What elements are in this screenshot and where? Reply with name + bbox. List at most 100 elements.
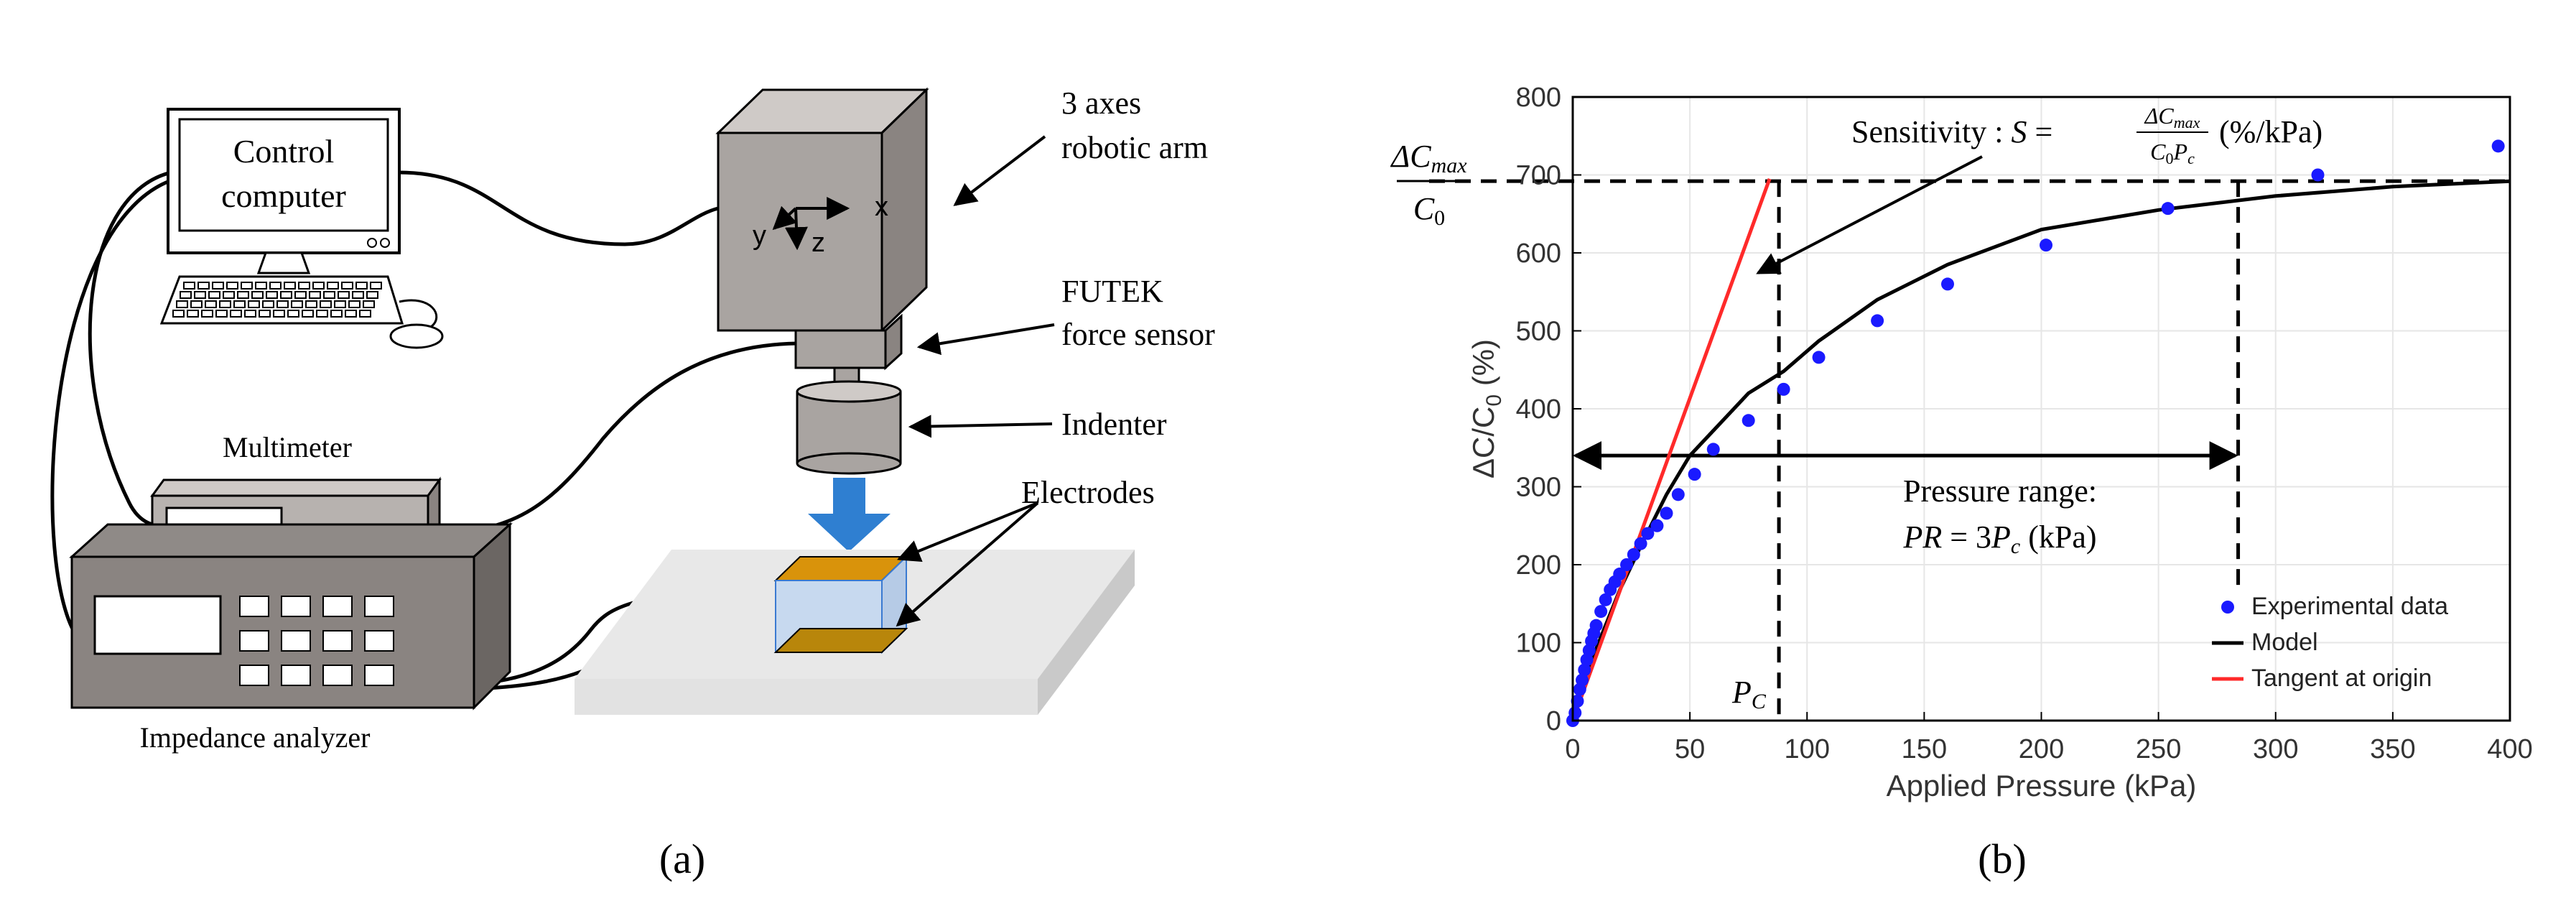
- keyboard-key: [244, 310, 256, 318]
- y-tick-label: 300: [1516, 473, 1561, 503]
- y-tick-label: 400: [1516, 394, 1561, 425]
- data-point: [1568, 706, 1582, 720]
- x-tick-label: 50: [1675, 734, 1705, 764]
- keyboard-key: [348, 300, 361, 308]
- power-led-icon: [367, 238, 377, 248]
- analyzer-keypad: [239, 596, 394, 686]
- keyboard-key: [237, 291, 249, 299]
- robot-arm-label-1: 3 axes: [1061, 85, 1141, 121]
- plot-grid: [1572, 96, 2511, 721]
- keyboard-key: [370, 282, 382, 290]
- keyboard-icon: [159, 275, 404, 325]
- axes-icon: [772, 197, 850, 251]
- svg-text:(%/kPa): (%/kPa): [2219, 114, 2322, 149]
- sample: [773, 555, 908, 654]
- data-point: [1627, 547, 1640, 561]
- force-sensor-label-2: force sensor: [1061, 317, 1215, 352]
- analyzer-key: [239, 665, 269, 686]
- impedance-analyzer-label: Impedance analyzer: [140, 721, 371, 754]
- keyboard-key: [298, 282, 310, 290]
- indenter-label: Indenter: [1061, 407, 1167, 442]
- keyboard-key: [172, 310, 185, 318]
- keyboard-key: [262, 300, 274, 308]
- axis-y-label: y: [753, 221, 766, 251]
- keyboard-key: [219, 300, 231, 308]
- robot-arm-label-2: robotic arm: [1061, 130, 1208, 165]
- keyboard-key: [294, 291, 307, 299]
- x-tick-label: 0: [1565, 734, 1580, 764]
- data-point: [1589, 619, 1603, 632]
- keyboard-key: [284, 282, 296, 290]
- data-point: [1777, 382, 1790, 396]
- keyboard-key: [363, 300, 375, 308]
- y-tick-label: 600: [1516, 239, 1561, 269]
- x-axis-label: Applied Pressure (kPa): [1887, 769, 2197, 802]
- y-tick-label: 800: [1516, 83, 1561, 113]
- impedance-analyzer: Impedance analyzer: [69, 522, 513, 754]
- keyboard-key: [197, 282, 210, 290]
- y-axis-label: ΔC/C0 (%): [1466, 339, 1506, 478]
- cmax-over-c0-label: ΔCmax C0: [1390, 139, 1467, 230]
- legend-marker: [2221, 601, 2234, 614]
- series-line: [1571, 178, 1772, 721]
- analyzer-key: [281, 596, 311, 617]
- data-point: [2311, 168, 2325, 182]
- analyzer-key: [364, 596, 394, 617]
- cable-computer-multimeter: [88, 169, 179, 530]
- cable-sensor-multimeter: [439, 341, 798, 535]
- data-point: [1671, 488, 1685, 501]
- svg-text:Sensitivity : S =: Sensitivity : S =: [1851, 114, 2052, 149]
- panel-a: Control computer Multimeter Impedance an…: [50, 85, 1215, 882]
- x-tick-label: 400: [2487, 734, 2532, 764]
- mouse-icon: [389, 299, 444, 349]
- sensitivity-annotation: Sensitivity : S = ΔCmax C0Pc (%/kPa): [1851, 103, 2322, 167]
- keyboard-key: [230, 310, 242, 318]
- keyboard-key: [280, 291, 292, 299]
- keyboard-key: [334, 300, 346, 308]
- keyboard-key: [359, 310, 371, 318]
- y-tick-label: 500: [1516, 317, 1561, 347]
- keyboard-key: [255, 282, 267, 290]
- keyboard-key: [226, 282, 238, 290]
- y-tick-label: 100: [1516, 629, 1561, 659]
- keyboard-key: [208, 291, 220, 299]
- sensitivity-leader-arrow: [1756, 155, 1983, 274]
- svg-text:PR = 3Pc (kPa): PR = 3Pc (kPa): [1902, 519, 2096, 558]
- analyzer-key: [322, 596, 353, 617]
- legend-label: Tangent at origin: [2251, 665, 2432, 692]
- legend-label: Experimental data: [2251, 593, 2448, 620]
- data-point: [1594, 605, 1608, 619]
- keyboard-key: [345, 310, 357, 318]
- x-tick-label: 200: [2019, 734, 2064, 764]
- data-point: [2491, 139, 2505, 153]
- data-point: [1871, 314, 1884, 328]
- keyboard-key: [366, 291, 378, 299]
- x-tick-label: 150: [1902, 734, 1947, 764]
- keyboard-key: [201, 310, 213, 318]
- force-sensor-label-1: FUTEK: [1061, 274, 1163, 309]
- data-point: [1620, 558, 1634, 571]
- keyboard-key: [323, 291, 335, 299]
- data-point: [1650, 519, 1664, 532]
- keyboard-key: [187, 310, 199, 318]
- robotic-arm: x y z: [715, 87, 929, 333]
- data-point: [1578, 663, 1591, 677]
- keyboard-key: [212, 282, 224, 290]
- keyboard-key: [223, 291, 235, 299]
- data-point: [1576, 673, 1589, 687]
- keyboard-key: [176, 300, 188, 308]
- analyzer-key: [281, 665, 311, 686]
- y-tick-label: 200: [1516, 550, 1561, 580]
- keyboard-key: [248, 300, 260, 308]
- y-tick-label: 700: [1516, 161, 1561, 191]
- keyboard-key: [341, 282, 353, 290]
- keyboard-key: [215, 310, 228, 318]
- keyboard-key: [180, 291, 192, 299]
- analyzer-key: [322, 665, 353, 686]
- plot-series: [1566, 139, 2511, 727]
- keyboard-key: [241, 282, 253, 290]
- data-point: [1613, 568, 1627, 581]
